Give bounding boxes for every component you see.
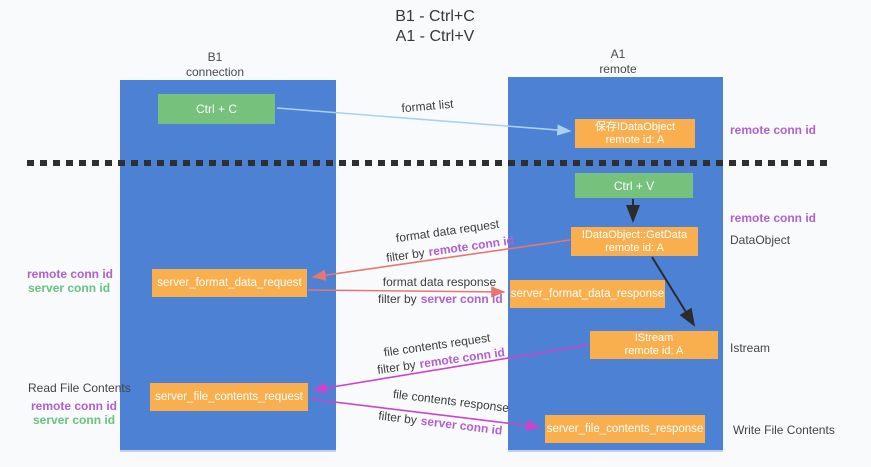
node-server-file-contents-response: server_file_contents_response <box>545 415 705 443</box>
node-saved-dataobject: 保存IDataObject remote id: A <box>575 119 695 148</box>
write-file-contents-label: Write File Contents <box>733 423 835 437</box>
remote-conn-id-label-left-1: remote conn id <box>27 267 114 281</box>
lifeline-header-b1: B1 connection <box>155 50 275 80</box>
lifeline-a1-role: remote <box>599 62 637 76</box>
format-list-arrow <box>276 107 572 136</box>
format-data-response-arrow <box>307 286 506 298</box>
lifeline-b1-name: B1 <box>207 50 223 64</box>
server-conn-id-text: server conn id <box>420 292 503 306</box>
title-line-1: B1 - Ctrl+C <box>395 8 475 25</box>
read-file-contents-label: Read File Contents <box>28 381 131 395</box>
lifeline-header-a1: A1 remote <box>558 47 678 77</box>
node-ctrl-v: Ctrl + V <box>575 173 693 198</box>
node-istream: IStream remote id: A <box>590 331 718 359</box>
remote-conn-id-label-right-1: remote conn id <box>730 123 817 137</box>
file-contents-request-arrow <box>312 344 589 394</box>
node-saved-dataobject-line2: remote id: A <box>605 133 665 146</box>
lifeline-b1-role: connection <box>185 65 245 79</box>
node-server-format-data-response: server_format_data_response <box>510 280 665 308</box>
diagram-title: B1 - Ctrl+C A1 - Ctrl+V <box>300 7 570 47</box>
node-ctrl-c: Ctrl + C <box>158 94 275 124</box>
filter-by-text: filter by <box>378 292 417 306</box>
node-getdata: IDataObject::GetData remote id: A <box>571 227 698 256</box>
node-getdata-line2: remote id: A <box>605 241 664 254</box>
remote-conn-id-label-left-2: remote conn id <box>31 399 118 413</box>
format-data-request-arrow <box>311 239 571 281</box>
server-conn-id-label-left-2: server conn id <box>33 413 116 427</box>
getdata-to-istream-arrow <box>651 256 696 327</box>
node-server-file-contents-request: server_file_contents_request <box>150 383 308 411</box>
file-contents-response-arrow <box>309 398 541 432</box>
node-server-format-data-request: server_format_data_request <box>152 269 307 297</box>
format-data-response-label: format data response <box>382 275 497 289</box>
lifeline-a1-name: A1 <box>610 47 626 61</box>
node-getdata-line1: IDataObject::GetData <box>581 228 688 241</box>
node-istream-line2: remote id: A <box>624 345 684 357</box>
node-istream-line1: IStream <box>634 332 674 344</box>
remote-conn-id-label-right-2: remote conn id <box>730 211 817 225</box>
node-saved-dataobject-line1: 保存IDataObject <box>594 120 676 133</box>
istream-label: Istream <box>730 341 771 355</box>
title-line-2: A1 - Ctrl+V <box>395 28 475 45</box>
server-conn-id-label-left-1: server conn id <box>28 281 111 295</box>
dataobject-label: DataObject <box>730 233 791 247</box>
